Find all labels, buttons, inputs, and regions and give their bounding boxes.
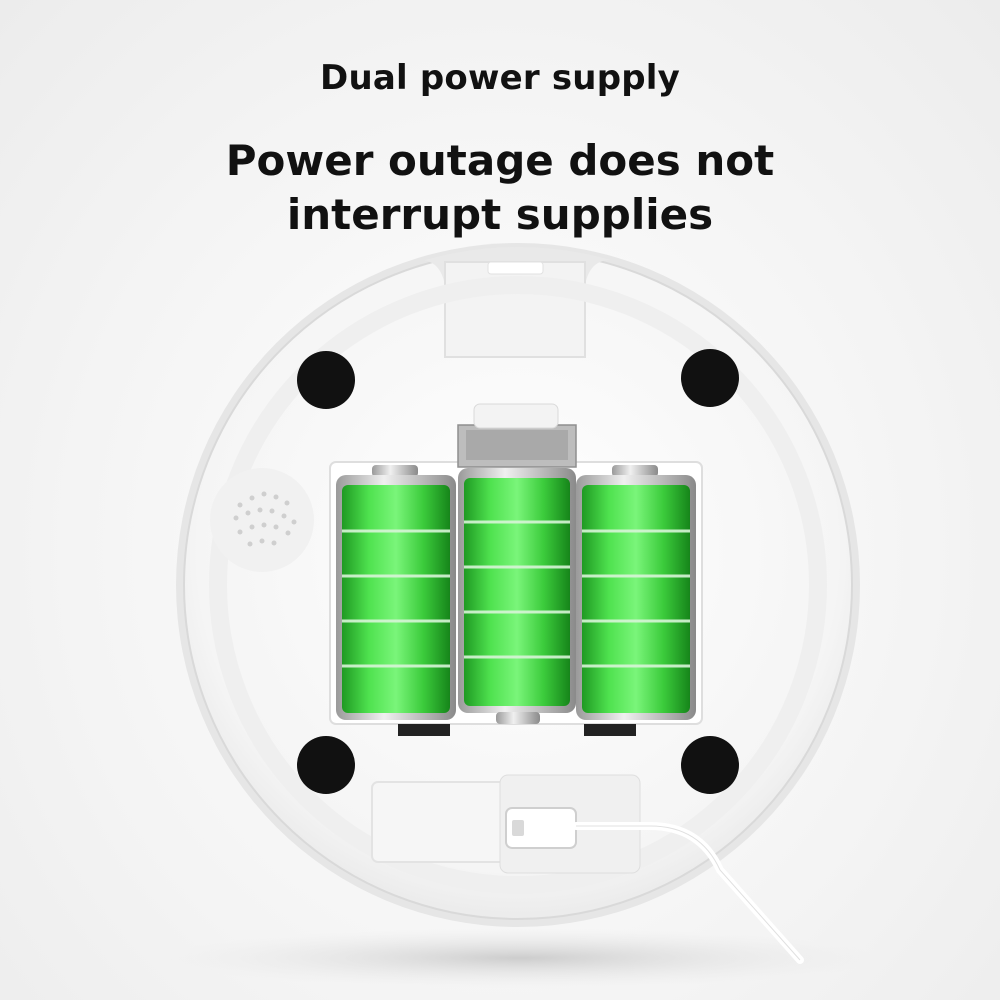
usb-cable-icon <box>499 774 804 964</box>
rubber-foot-icon <box>297 736 355 794</box>
rubber-foot-icon <box>297 351 355 409</box>
headline-line-2: interrupt supplies <box>286 190 714 239</box>
rubber-foot-icon <box>681 349 739 407</box>
speaker-grille <box>210 468 314 572</box>
battery-icon <box>336 465 456 736</box>
battery-icon <box>458 468 576 724</box>
battery-icon <box>576 465 696 736</box>
rubber-foot-icon <box>681 736 739 794</box>
subtitle-text: Dual power supply <box>320 58 680 98</box>
top-notch <box>300 247 740 358</box>
headline-line-1: Power outage does not <box>225 136 775 185</box>
floor-shadow <box>160 928 880 988</box>
headline-text: Power outage does not interrupt supplies <box>0 134 1000 242</box>
